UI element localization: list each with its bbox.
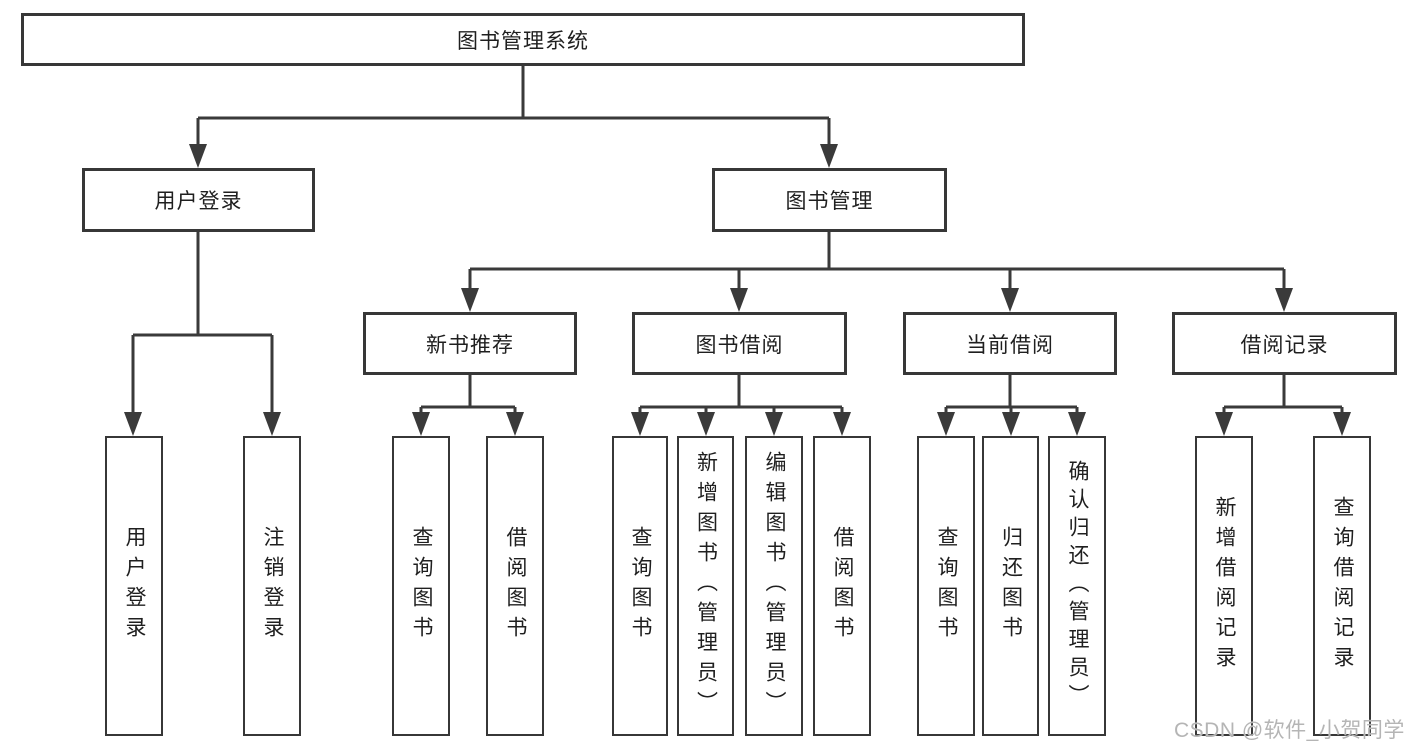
node-user-login-leaf-label: 用户登录 [123,526,147,646]
node-cb-confirm-return: 确认归还（管理员） [1048,436,1106,736]
node-cb-return-books-label: 归还图书 [999,526,1023,646]
node-book-borrow-label: 图书借阅 [695,333,784,357]
node-bb-add-books-label: 新增图书（管理员） [694,451,718,721]
node-user-login: 用户登录 [82,168,315,232]
node-book-management-label: 图书管理 [785,190,874,213]
node-cb-query-books: 查询图书 [917,436,975,736]
node-bb-query-books: 查询图书 [612,436,668,736]
node-user-login-label: 用户登录 [154,190,243,213]
watermark: CSDN @软件_小贺同学 [1174,719,1405,742]
node-br-add-record-label: 新增借阅记录 [1213,496,1237,676]
node-cb-query-books-label: 查询图书 [935,526,959,646]
node-nb-borrow-books: 借阅图书 [486,436,544,736]
node-nb-query-books: 查询图书 [392,436,450,736]
node-bb-borrow-books-label: 借阅图书 [831,526,855,646]
node-br-add-record: 新增借阅记录 [1195,436,1253,736]
arrowheads [124,144,1351,436]
node-logout-label: 注销登录 [261,526,285,646]
node-new-book-recommend-label: 新书推荐 [426,333,514,357]
node-logout: 注销登录 [243,436,301,736]
node-current-borrow-label: 当前借阅 [966,333,1054,357]
node-bb-add-books: 新增图书（管理员） [677,436,734,736]
node-borrow-records: 借阅记录 [1172,312,1397,375]
node-bb-edit-books: 编辑图书（管理员） [745,436,803,736]
node-nb-query-books-label: 查询图书 [410,526,434,646]
node-nb-borrow-books-label: 借阅图书 [504,526,528,646]
node-book-management: 图书管理 [712,168,947,232]
node-book-borrow: 图书借阅 [632,312,847,375]
node-bb-borrow-books: 借阅图书 [813,436,871,736]
node-root-label: 图书管理系统 [457,29,589,53]
node-br-query-record-label: 查询借阅记录 [1331,496,1355,676]
node-bb-query-books-label: 查询图书 [629,526,653,646]
node-cb-confirm-return-label: 确认归还（管理员） [1066,460,1090,712]
connector-skeleton [131,64,1344,414]
node-br-query-record: 查询借阅记录 [1313,436,1371,736]
node-cb-return-books: 归还图书 [982,436,1039,736]
node-bb-edit-books-label: 编辑图书（管理员） [763,451,787,721]
node-borrow-records-label: 借阅记录 [1240,333,1329,357]
node-user-login-leaf: 用户登录 [105,436,163,736]
node-new-book-recommend: 新书推荐 [363,312,577,375]
node-root: 图书管理系统 [21,13,1025,66]
node-current-borrow: 当前借阅 [903,312,1117,375]
